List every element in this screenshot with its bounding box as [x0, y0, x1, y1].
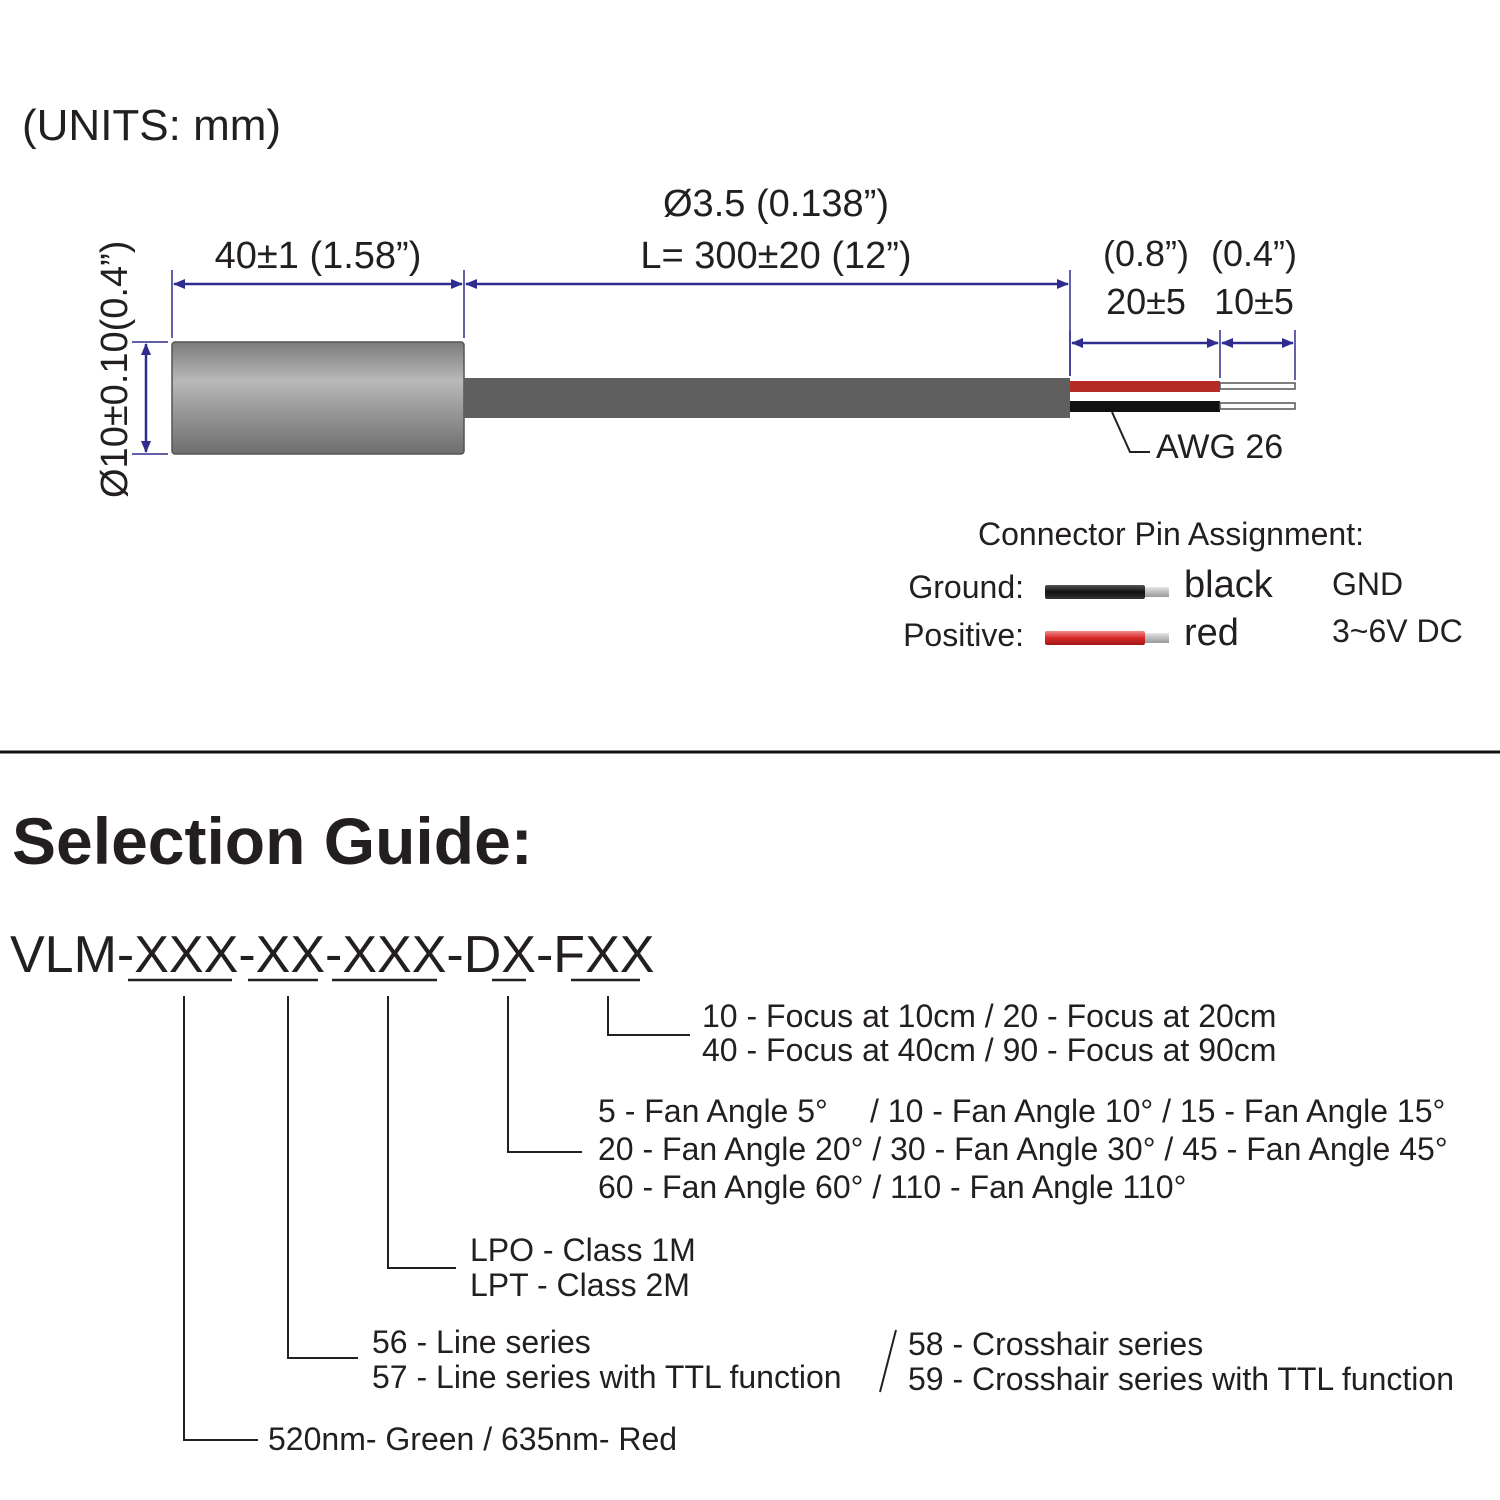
connector-pin-assignment: Connector Pin Assignment: Ground: black … — [903, 516, 1463, 654]
lead-inch-1-label: (0.8”) — [1103, 233, 1189, 274]
series-option-57: 57 - Line series with TTL function — [372, 1359, 842, 1395]
positive-wire-swatch — [1045, 631, 1145, 645]
series-option-56: 56 - Line series — [372, 1324, 591, 1360]
ground-function: GND — [1332, 566, 1403, 602]
awg-leader — [1111, 411, 1150, 453]
laser-body — [171, 341, 465, 455]
body-length-label: 40±1 (1.58”) — [215, 235, 422, 277]
focus-leader — [607, 996, 690, 1036]
series-slash — [879, 1329, 897, 1393]
black-lead-tip — [1219, 402, 1296, 410]
code-seg-series: XX — [256, 926, 325, 984]
ground-color-name: black — [1184, 564, 1274, 606]
model-code: VLM-XXX-XX-XXX-DX-FXX — [10, 926, 654, 984]
class-leader — [387, 996, 456, 1269]
ground-wire-swatch — [1045, 585, 1145, 599]
code-seg-wavelength: XXX — [134, 926, 238, 984]
ground-wire-tip — [1145, 587, 1169, 597]
diameter-label: Ø10±0.10(0.4”) — [94, 241, 136, 498]
positive-label: Positive: — [903, 617, 1024, 653]
fan-option-1a: 5 - Fan Angle 5° — [598, 1093, 828, 1129]
lead-mm-1-label: 20±5 — [1106, 281, 1186, 322]
fan-option-1b: / 10 - Fan Angle 10° / 15 - Fan Angle 15… — [870, 1093, 1445, 1129]
series-option-59: 59 - Crosshair series with TTL function — [908, 1361, 1454, 1397]
fan-option-2: 20 - Fan Angle 20° / 30 - Fan Angle 30° … — [598, 1131, 1448, 1167]
ground-label: Ground: — [908, 569, 1024, 605]
code-seg-fan: X — [501, 926, 536, 984]
positive-wire-tip — [1145, 633, 1169, 643]
code-seg-focus: XX — [585, 926, 654, 984]
fan-option-3: 60 - Fan Angle 60° / 110 - Fan Angle 110… — [598, 1169, 1186, 1205]
leader-lines — [183, 996, 897, 1441]
cable-diameter-label: Ø3.5 (0.138”) — [663, 183, 889, 225]
code-prefix: VLM- — [10, 926, 134, 984]
focus-option-2: 40 - Focus at 40cm / 90 - Focus at 90cm — [702, 1032, 1276, 1068]
extension-lines — [132, 270, 1296, 455]
selection-guide-heading: Selection Guide: — [12, 804, 533, 878]
positive-color-name: red — [1184, 612, 1239, 654]
code-seg-class: XXX — [342, 926, 446, 984]
dimension-arrows — [141, 279, 1294, 453]
lead-mm-2-label: 10±5 — [1214, 281, 1294, 322]
red-lead-wire — [1070, 381, 1220, 392]
wavelength-option: 520nm- Green / 635nm- Red — [268, 1421, 677, 1457]
black-lead-wire — [1070, 401, 1220, 412]
series-option-58: 58 - Crosshair series — [908, 1326, 1203, 1362]
cable — [464, 378, 1070, 418]
cable-length-label: L= 300±20 (12”) — [640, 235, 911, 277]
red-lead-tip — [1219, 382, 1296, 390]
focus-option-1: 10 - Focus at 10cm / 20 - Focus at 20cm — [702, 998, 1276, 1034]
series-leader — [287, 996, 358, 1359]
class-option-2: LPT - Class 2M — [470, 1267, 690, 1303]
class-option-1: LPO - Class 1M — [470, 1232, 696, 1268]
awg-label: AWG 26 — [1156, 428, 1283, 466]
wavelength-leader — [183, 996, 258, 1441]
units-label: (UNITS: mm) — [22, 101, 281, 150]
fan-leader — [507, 996, 582, 1153]
connector-title: Connector Pin Assignment: — [978, 516, 1364, 552]
positive-function: 3~6V DC — [1332, 613, 1463, 649]
lead-inch-2-label: (0.4”) — [1211, 233, 1297, 274]
